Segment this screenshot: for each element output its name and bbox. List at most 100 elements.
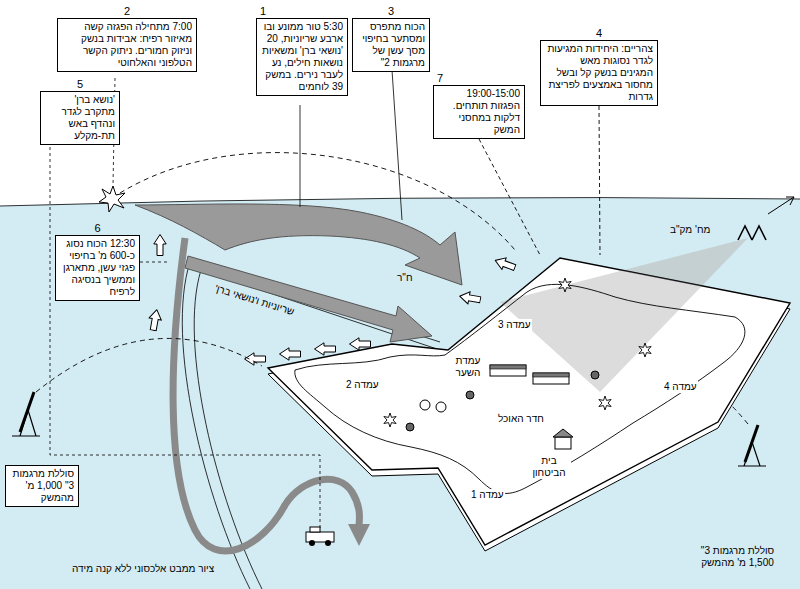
position-label: עמדת השער [451,355,485,379]
retreat-arrow [315,343,336,355]
callout: 27:00 מתחילה הפגזה קשה מאיזור רפיח: אביד… [57,5,197,72]
mortar-trajectory [36,338,262,392]
mg-tracer [768,197,794,214]
shell-burst [99,186,125,212]
leader-line [392,70,402,220]
house [555,437,571,449]
position-label: עמדה 2 [345,379,380,391]
farm-outline [265,255,795,555]
text-slot: חדר האוכל [497,413,545,425]
position-label: חדר האוכל [497,413,545,425]
callout-box: 5:30 טור ממונע ובו ארבע שריוניות, 20 'נו… [256,18,348,96]
text-slot: עמדה 2 [345,379,380,391]
fire-burst [639,343,651,357]
carrier-wheel [325,540,331,546]
position-label: עמדה 1 [470,489,505,501]
bren-carrier [306,527,334,546]
text-slot: בית הביטחון [527,455,571,479]
text-slot: עמדה 3 [497,319,532,331]
tree [591,371,599,379]
retreat-arrow [280,348,301,360]
mortar-right [738,425,766,466]
position-label: עמדה 3 [497,319,532,331]
hut-roof [490,365,526,369]
leader-connector [599,106,600,255]
callout-box: 'נושא ברן' מתקרב לגדר ונהדף באש תת-מקלע [40,91,120,145]
callout-box: סוללת מרגמות 3" 1,000 מ' מהמשק [5,465,79,507]
unit-label: ח"ר [395,272,414,284]
callout-number: 6 [55,222,140,235]
ground [0,198,800,589]
farm-compound: עמדה 3 עמדת השער עמדה 2 עמדה 4 חדר האוכל בית … [265,255,795,555]
hut-roof [533,373,569,377]
leader-connector [479,139,540,255]
text-slot: עמדת השער [451,355,485,379]
callout-number: 7 [433,72,525,85]
house-roof [553,429,573,437]
caption-slot: ציור ממבט אלכסוני ללא קנה מידה [70,563,216,575]
battery-box: סוללת מרגמות 3" 1,000 מ' מהמשק [5,465,79,507]
retreat-arrow [493,255,517,274]
callout-number: 4 [540,27,658,40]
leader-line [140,262,170,263]
callout: 612:30 הכוח נסוג כ-600 מ' בחיפוי פגזי עש… [55,222,140,301]
label-slot: ח"ר [395,272,414,284]
unit-label: שריוניות ו'נושאי ברן' [211,282,297,319]
callout-box: 7:00 מתחילה הפגזה קשה מאיזור רפיח: אבידו… [57,18,197,72]
battery-label: סוללת מרגמות 3" 1,500 מ' מהמשק [688,545,787,569]
hut [490,365,526,376]
retreat-arrow [147,309,163,332]
position-label: עמדה 4 [663,381,698,393]
silo [436,402,446,412]
tree [406,423,414,431]
retreat-arrow [245,353,266,365]
carrier-wheel [309,540,315,546]
mortar-bipod [12,410,40,436]
callout-box: צהריים: היחידות המגיעות לגדר נסוגות מאש … [540,40,658,106]
unit-label: מח' מק"ב [668,224,712,236]
retreat-arrowhead [348,524,370,546]
callout-number: 5 [40,78,120,91]
callout: 719:00-15:00 הפגזות תותחים. דלקות במחסני… [433,72,525,139]
mortar-left [12,392,40,436]
machine-gun-platoon [738,197,794,240]
callout-number: 1 [256,5,348,18]
tree [466,391,474,399]
text-slot: עמדה 1 [470,489,505,501]
fire-burst [599,396,611,410]
fire-cone [500,238,748,392]
carrier-top [310,527,320,532]
retreat-arrow [459,290,482,306]
callout: 15:30 טור ממונע ובו ארבע שריוניות, 20 'נ… [256,5,348,96]
shelling-trajectory [120,153,515,250]
fire-burst [384,413,396,427]
callout-box: 12:30 הכוח נסוג כ-600 מ' בחיפוי פגזי עשן… [55,235,140,301]
text-slot: עמדה 4 [663,381,698,393]
silo [420,400,430,410]
hut [533,373,569,384]
leader-line [50,135,320,528]
trench [295,284,745,493]
retreat-arrow [154,235,166,256]
callout: 5'נושא ברן' מתקרב לגדר ונהדף באש תת-מקלע [40,78,120,145]
caption: ציור ממבט אלכסוני ללא קנה מידה [70,563,216,575]
label-slot: סוללת מרגמות 3" 1,500 מ' מהמשק [688,545,787,569]
mortar-bipod [738,442,766,466]
callout-box: 19:00-15:00 הפגזות תותחים. דלקות במחסני … [433,85,525,139]
position-label: בית הביטחון [527,455,571,479]
callout-number: 2 [57,5,197,18]
callout: 4צהריים: היחידות המגיעות לגדר נסוגות מאש… [540,27,658,106]
mg-symbol [738,226,766,240]
callout: 3הכוח מתפרס ומסתער בחיפוי מסך עשן של מרג… [352,5,430,72]
label-slot: שריוניות ו'נושאי ברן' [211,282,297,319]
leader-line [300,105,301,207]
fire-burst [559,278,571,292]
callout-number: 3 [352,5,430,18]
callout-box: הכוח מתפרס ומסתער בחיפוי מסך עשן של מרגמ… [352,18,430,72]
armor-arrow [185,256,432,342]
carrier-body [306,532,334,542]
label-slot: מח' מק"ב [668,224,712,236]
